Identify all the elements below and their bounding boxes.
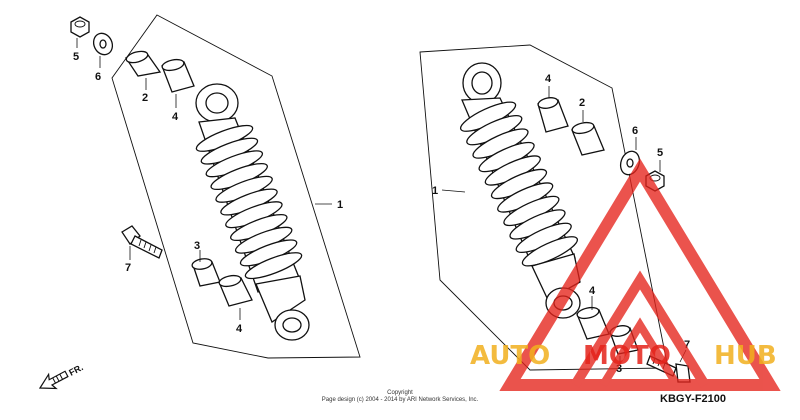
brand-text-moto: MOTO (583, 341, 671, 371)
left-collar-top (124, 50, 162, 77)
callout-left-2: 2 (142, 92, 148, 104)
spring-coil (244, 252, 303, 280)
callout-right-7: 7 (684, 339, 690, 351)
right-shock-absorber (459, 62, 581, 319)
callout-right-1: 1 (432, 185, 438, 197)
callout-left-4b: 4 (236, 323, 243, 335)
callout-right-6: 6 (632, 125, 638, 137)
left-bushing-top (161, 58, 195, 93)
left-bushing-bottom (218, 274, 253, 307)
left-shock-assembly: 5 6 2 4 1 7 3 4 (70, 14, 361, 359)
callout-right-3: 3 (616, 363, 622, 375)
watermark-text: AUTO MOTO HUB (470, 341, 777, 371)
right-shock-assembly: 4 2 6 5 1 4 7 3 (419, 44, 691, 383)
brand-text-auto: AUTO (470, 341, 550, 371)
callout-left-6: 6 (95, 71, 101, 83)
left-washer (92, 32, 114, 56)
left-nut (70, 16, 90, 38)
callout-right-2: 2 (579, 97, 585, 109)
callout-left-1: 1 (337, 199, 343, 211)
left-shock-absorber (195, 83, 310, 341)
left-bolt (121, 225, 163, 259)
left-assembly-frame (111, 14, 361, 359)
watermark-triangle-icon (499, 158, 781, 391)
callout-right-4a: 4 (545, 73, 552, 85)
direction-indicator: FR. (38, 362, 85, 390)
right-collar-top (571, 121, 605, 156)
callout-right-4b: 4 (589, 285, 596, 297)
diagram-code: KBGY-F2100 (660, 393, 726, 405)
copyright-title: Copyright (387, 390, 413, 396)
left-leader-lines (76, 38, 332, 320)
callout-left-7: 7 (125, 262, 131, 274)
front-arrow-icon (38, 370, 69, 390)
watermark-logo (499, 158, 781, 391)
callout-right-5: 5 (657, 147, 663, 159)
left-collar-bottom (191, 258, 221, 287)
copyright-line: Page design (c) 2004 - 2014 by ARI Netwo… (322, 397, 479, 403)
callout-left-4a: 4 (172, 111, 179, 123)
brand-text-hub: HUB (714, 341, 777, 371)
callout-left-5: 5 (73, 51, 79, 63)
callout-left-3: 3 (194, 240, 200, 252)
direction-label: FR. (67, 362, 84, 378)
right-bushing-top (537, 97, 569, 133)
spring-coil (521, 236, 579, 267)
